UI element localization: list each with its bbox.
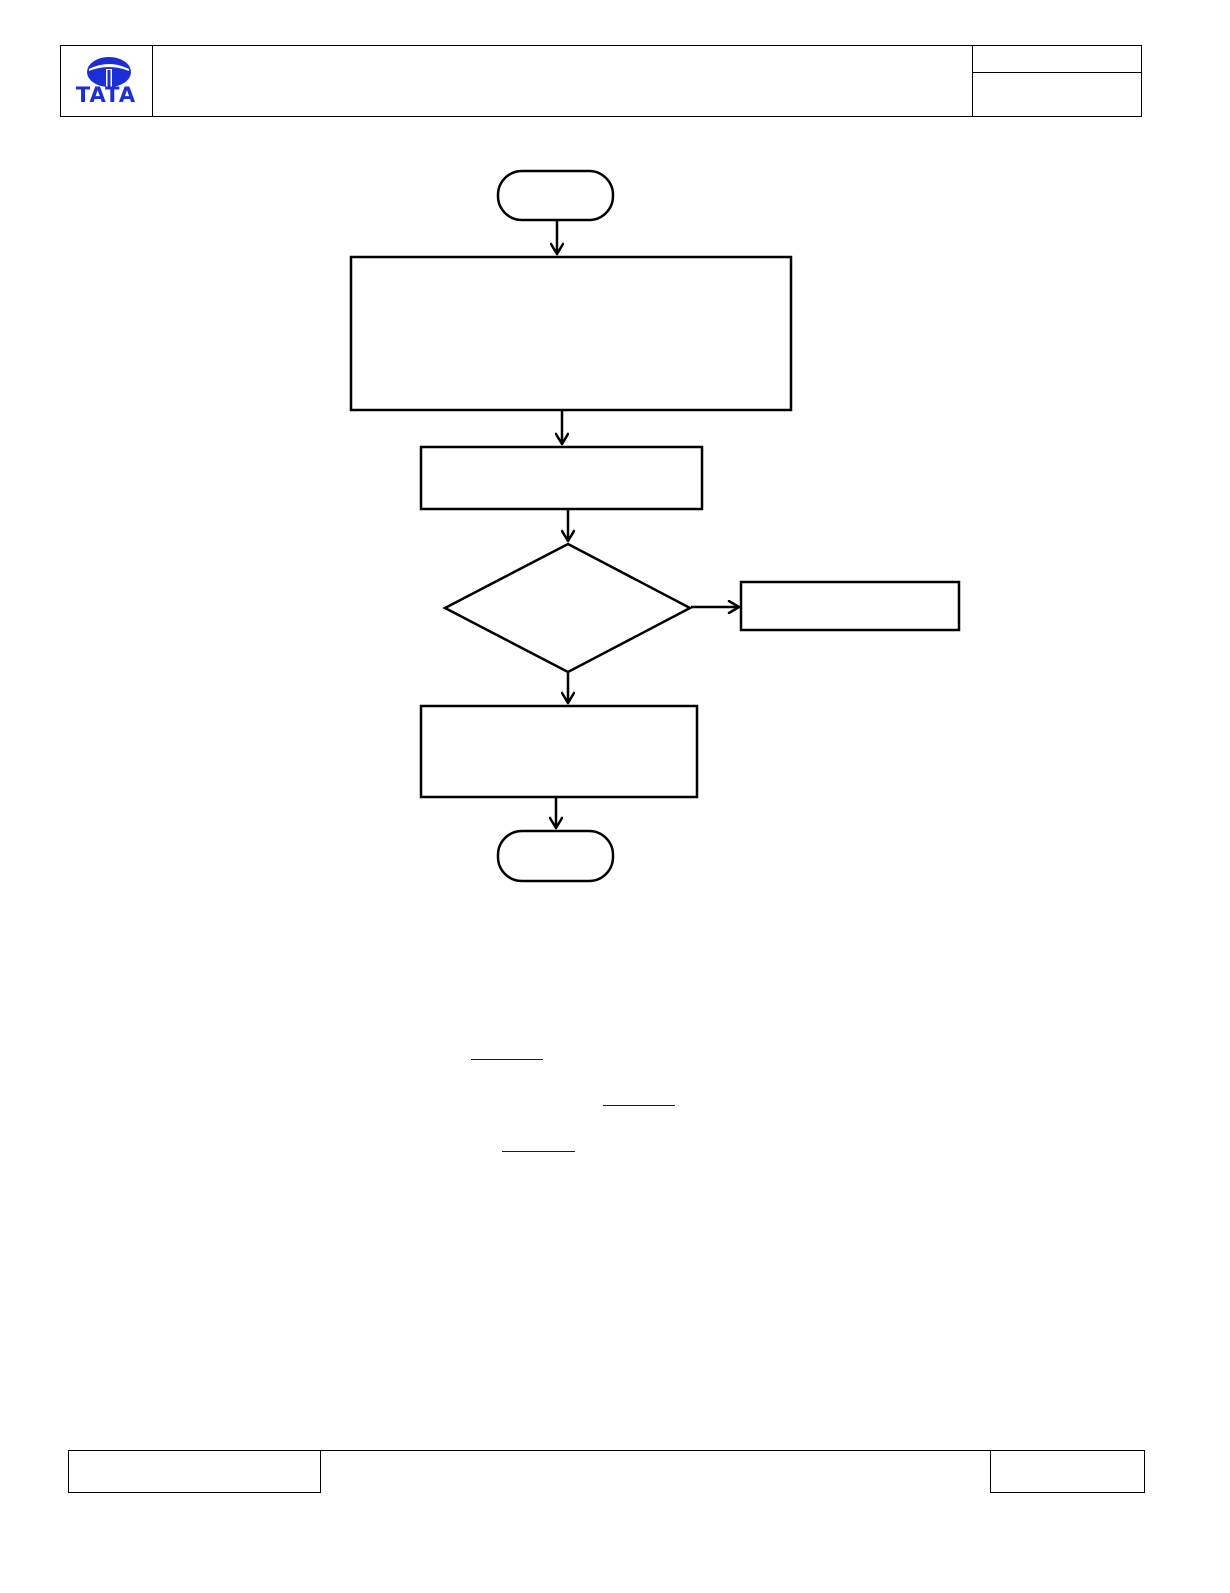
reference-link-3[interactable] [502, 1151, 575, 1152]
flow-step-3-box [419, 704, 699, 799]
logo-wordmark: TATA [75, 83, 137, 107]
flow-end-terminator [496, 829, 615, 883]
flow-decision-diamond [442, 542, 693, 674]
footer-top-rule [320, 1450, 991, 1451]
flowchart [349, 169, 961, 883]
flow-step-1-box [349, 255, 793, 412]
flow-start-terminator [496, 169, 615, 222]
flow-step-2-box [419, 445, 704, 511]
footer-page-cell [990, 1450, 1145, 1493]
document-footer [68, 1450, 1145, 1493]
reference-link-1[interactable] [471, 1059, 543, 1060]
footer-left-cell [68, 1450, 321, 1493]
header-title-cell [152, 45, 974, 117]
flow-side-step-box [739, 580, 961, 632]
document-header: TATA [60, 45, 1142, 117]
tata-logo-icon [87, 57, 131, 89]
header-logo-cell: TATA [60, 45, 153, 117]
reference-link-2[interactable] [603, 1105, 675, 1106]
header-doc-number-cell [972, 45, 1142, 73]
header-revision-cell [972, 72, 1142, 117]
